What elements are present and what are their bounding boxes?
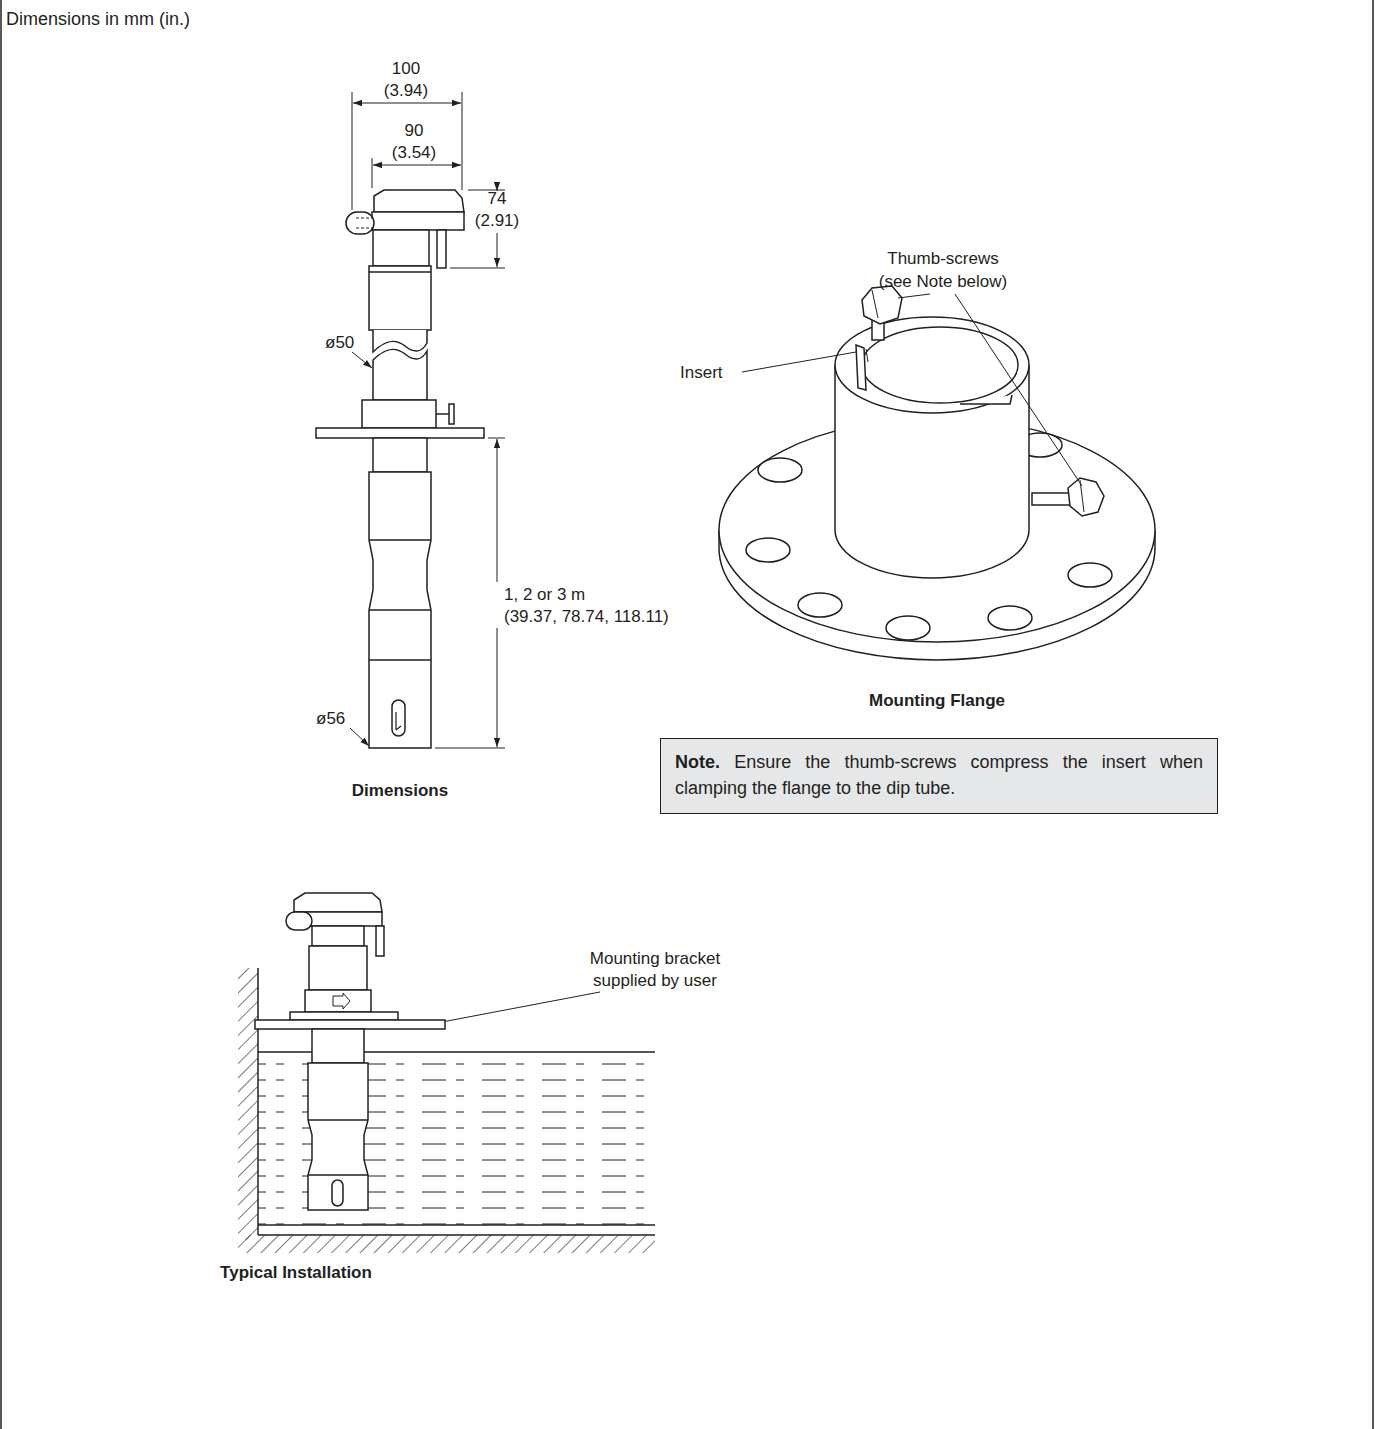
- note-box: Note. Ensure the thumb-screws compress t…: [660, 738, 1218, 814]
- dimension-label: 90: [405, 120, 424, 142]
- dimension-label: (2.91): [475, 210, 519, 232]
- figure-caption: Typical Installation: [220, 1262, 372, 1284]
- dimension-label: (3.54): [392, 142, 436, 164]
- dimension-label: Thumb-screws: [887, 248, 998, 270]
- dimension-label: ø50: [325, 332, 354, 354]
- dimension-label: ø56: [316, 708, 345, 730]
- dimension-label: (39.37, 78.74, 118.11): [504, 606, 669, 628]
- sensor-outline: [316, 190, 484, 748]
- figure-caption: Mounting Flange: [869, 690, 1005, 712]
- installed-sensor: [255, 893, 445, 1210]
- mounting-flange: [719, 286, 1155, 660]
- page-title: Dimensions in mm (in.): [6, 8, 190, 30]
- note-heading: Note.: [675, 752, 720, 772]
- thumb-screw: [862, 286, 902, 340]
- callout-label: Mounting bracket supplied by user: [570, 948, 740, 992]
- dimension-label: 100: [392, 58, 420, 80]
- dimension-label: (3.94): [384, 80, 428, 102]
- tank: [238, 968, 655, 1253]
- leader-lines: [442, 294, 1082, 1022]
- figure-caption: Dimensions: [352, 780, 448, 802]
- note-body: Ensure the thumb-screws compress the ins…: [675, 752, 1203, 798]
- dimension-label: Insert: [680, 362, 723, 384]
- dimension-label: 1, 2 or 3 m: [504, 584, 585, 606]
- dimension-label: 74: [488, 188, 507, 210]
- thumb-screw: [1032, 478, 1104, 516]
- dimension-label: (see Note below): [879, 271, 1008, 293]
- dimension-lines: [350, 92, 505, 748]
